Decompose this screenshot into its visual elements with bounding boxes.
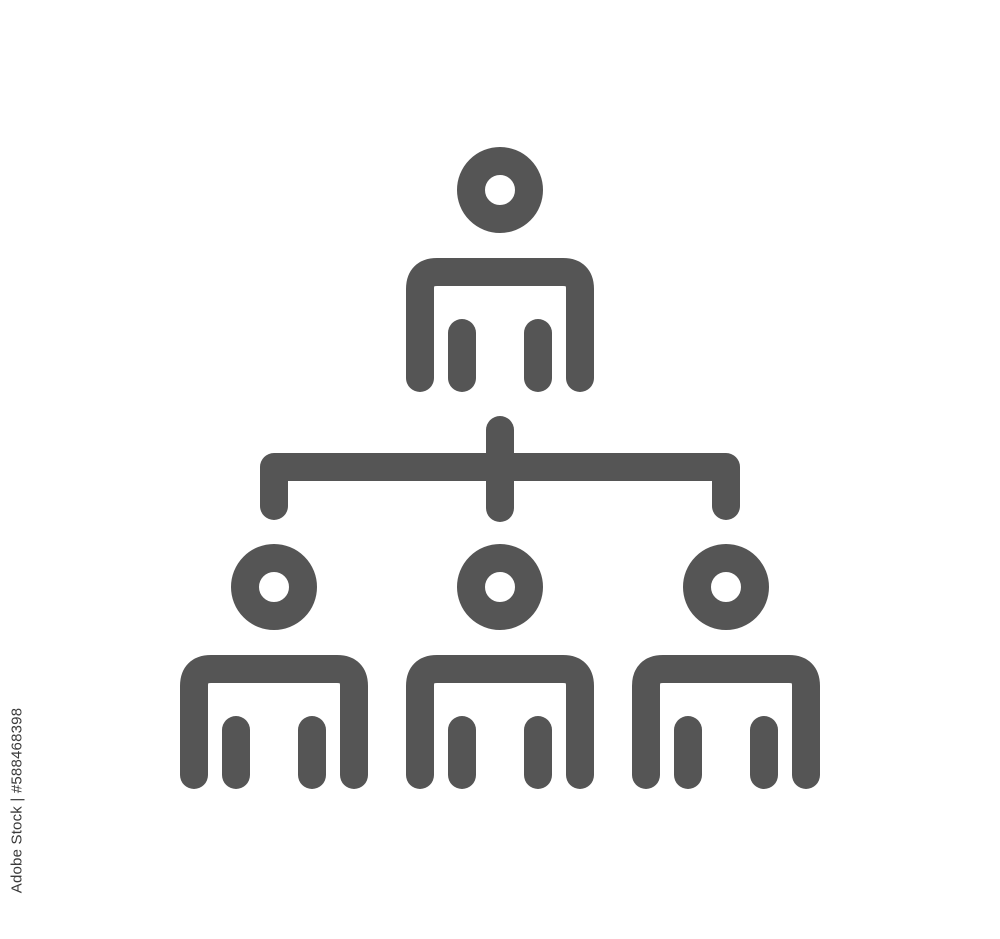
bottom-left-person-icon [180, 544, 368, 789]
bottom-middle-person-icon [406, 544, 594, 789]
bottom-left-person-body [180, 655, 368, 789]
bottom-middle-person-body [406, 655, 594, 789]
stock-id-watermark: Adobe Stock | #588468398 [4, 690, 30, 910]
top-person-icon [406, 147, 594, 392]
top-person-body [406, 258, 594, 392]
connector-horizontal [260, 453, 740, 520]
bottom-right-person-body [632, 655, 820, 789]
top-person-head [457, 147, 543, 233]
hierarchy-lines [180, 147, 820, 789]
bottom-right-person-head [683, 544, 769, 630]
bottom-middle-person-head [457, 544, 543, 630]
stock-id-text: Adobe Stock | #588468398 [8, 707, 26, 893]
bottom-right-person-icon [632, 544, 820, 789]
bottom-left-person-head [231, 544, 317, 630]
connector-lines [260, 416, 740, 522]
